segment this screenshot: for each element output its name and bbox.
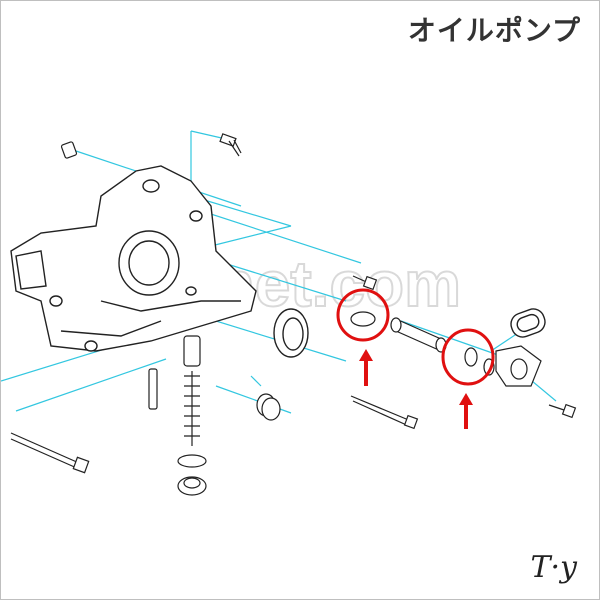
bolt-right [548, 403, 577, 419]
bolt-strainer [352, 275, 378, 291]
seal-ring-left-highlight-circle [336, 288, 390, 342]
washer-left [350, 311, 376, 327]
bolt-top [219, 133, 242, 157]
seal-ring-right-highlight-circle [441, 328, 495, 386]
stud [148, 368, 158, 410]
o-ring [510, 308, 546, 338]
arrow-left-head [359, 349, 373, 361]
page-title: オイルポンプ [407, 14, 581, 47]
long-bolt-middle [350, 395, 419, 430]
signature-mark: T·y [530, 550, 578, 585]
strainer-pipe [390, 317, 447, 353]
highlight-group [336, 288, 495, 386]
oil-strainer [495, 345, 542, 387]
long-bolt-left [10, 432, 90, 474]
relief-valve-stack [177, 335, 207, 496]
collar [256, 393, 281, 421]
highlight-arrows [359, 349, 473, 429]
arrow-right-head [459, 393, 473, 405]
dowel-pin [60, 141, 78, 159]
oil-seal [273, 308, 309, 358]
pump-housing [10, 165, 257, 352]
